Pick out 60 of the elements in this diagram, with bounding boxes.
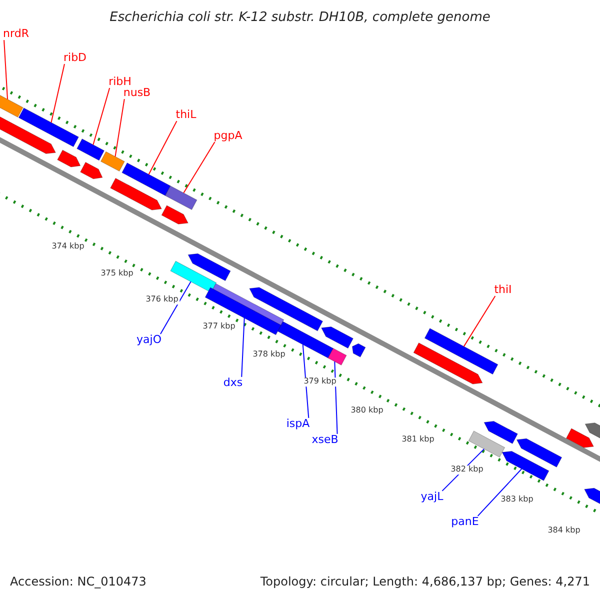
leader-line: [302, 344, 310, 418]
gene-block: [352, 343, 366, 358]
gene-block: [57, 150, 81, 168]
gene-block: [320, 326, 354, 349]
scale-label: 384 kbp: [546, 526, 582, 536]
leader-line: [477, 468, 522, 516]
genome-info-text: Topology: circular; Length: 4,686,137 bp; Genes: 4,271: [260, 575, 590, 589]
leader-line: [92, 88, 110, 146]
scale-label: 382 kbp: [450, 466, 484, 474]
scale-label: 380 kbp: [350, 406, 384, 416]
gene-label: dxs: [223, 376, 243, 390]
gene-block: [76, 138, 105, 161]
scale-label: 375 kbp: [100, 270, 134, 278]
gene-block: [80, 162, 103, 180]
gene-label: thiL: [176, 108, 196, 122]
gene-block: [249, 287, 324, 332]
leader-line: [463, 296, 496, 347]
gene-label: ispA: [286, 418, 310, 430]
gene-label: panE: [451, 516, 479, 528]
gene-block: [100, 151, 125, 172]
gene-block: [18, 108, 79, 148]
gene-label: ribD: [63, 52, 87, 64]
accession-text: Accession: NC_010473: [10, 575, 146, 589]
title: Escherichia coli str. K-12 substr. DH10B, complete genome: [110, 10, 490, 26]
gene-block: [424, 328, 498, 375]
scale-label: 374 kbp: [50, 242, 86, 252]
gene-block: [161, 205, 189, 224]
gene-block: [170, 260, 217, 293]
gene-block: [468, 430, 506, 458]
scale-label: 376 kbp: [144, 296, 180, 304]
gene-block: [204, 287, 282, 336]
gene-block: [566, 428, 594, 448]
gene-block: [110, 178, 162, 210]
gene-label: nrdR: [3, 28, 29, 40]
scale-label: 379 kbp: [302, 378, 338, 386]
gene-block: [188, 253, 231, 282]
leader-line: [334, 361, 338, 434]
gene-label: ribH: [108, 76, 132, 88]
gene-label: pgpA: [214, 130, 242, 142]
gene-block: [516, 438, 562, 468]
scale-label: 383 kbp: [500, 496, 534, 504]
gene-block: [122, 162, 171, 196]
leader-line: [183, 142, 216, 194]
leader-line: [160, 281, 192, 334]
gene-block: [164, 185, 198, 210]
gene-label: xseB: [312, 434, 338, 446]
leader-line: [114, 98, 125, 158]
gene-label: yajL: [420, 490, 444, 504]
scale-label: 378 kbp: [252, 350, 286, 360]
gene-label: yajO: [136, 334, 162, 346]
gene-label: thiI: [494, 284, 512, 296]
gene-block: [413, 342, 483, 384]
scale-label: 377 kbp: [202, 322, 236, 332]
leader-line: [50, 64, 65, 123]
leader-line: [148, 120, 178, 175]
gene-block: [502, 450, 550, 482]
scale-label: 381 kbp: [400, 436, 436, 444]
gene-label: nusB: [123, 86, 151, 100]
leader-line: [4, 40, 8, 100]
gene-block: [484, 420, 518, 444]
